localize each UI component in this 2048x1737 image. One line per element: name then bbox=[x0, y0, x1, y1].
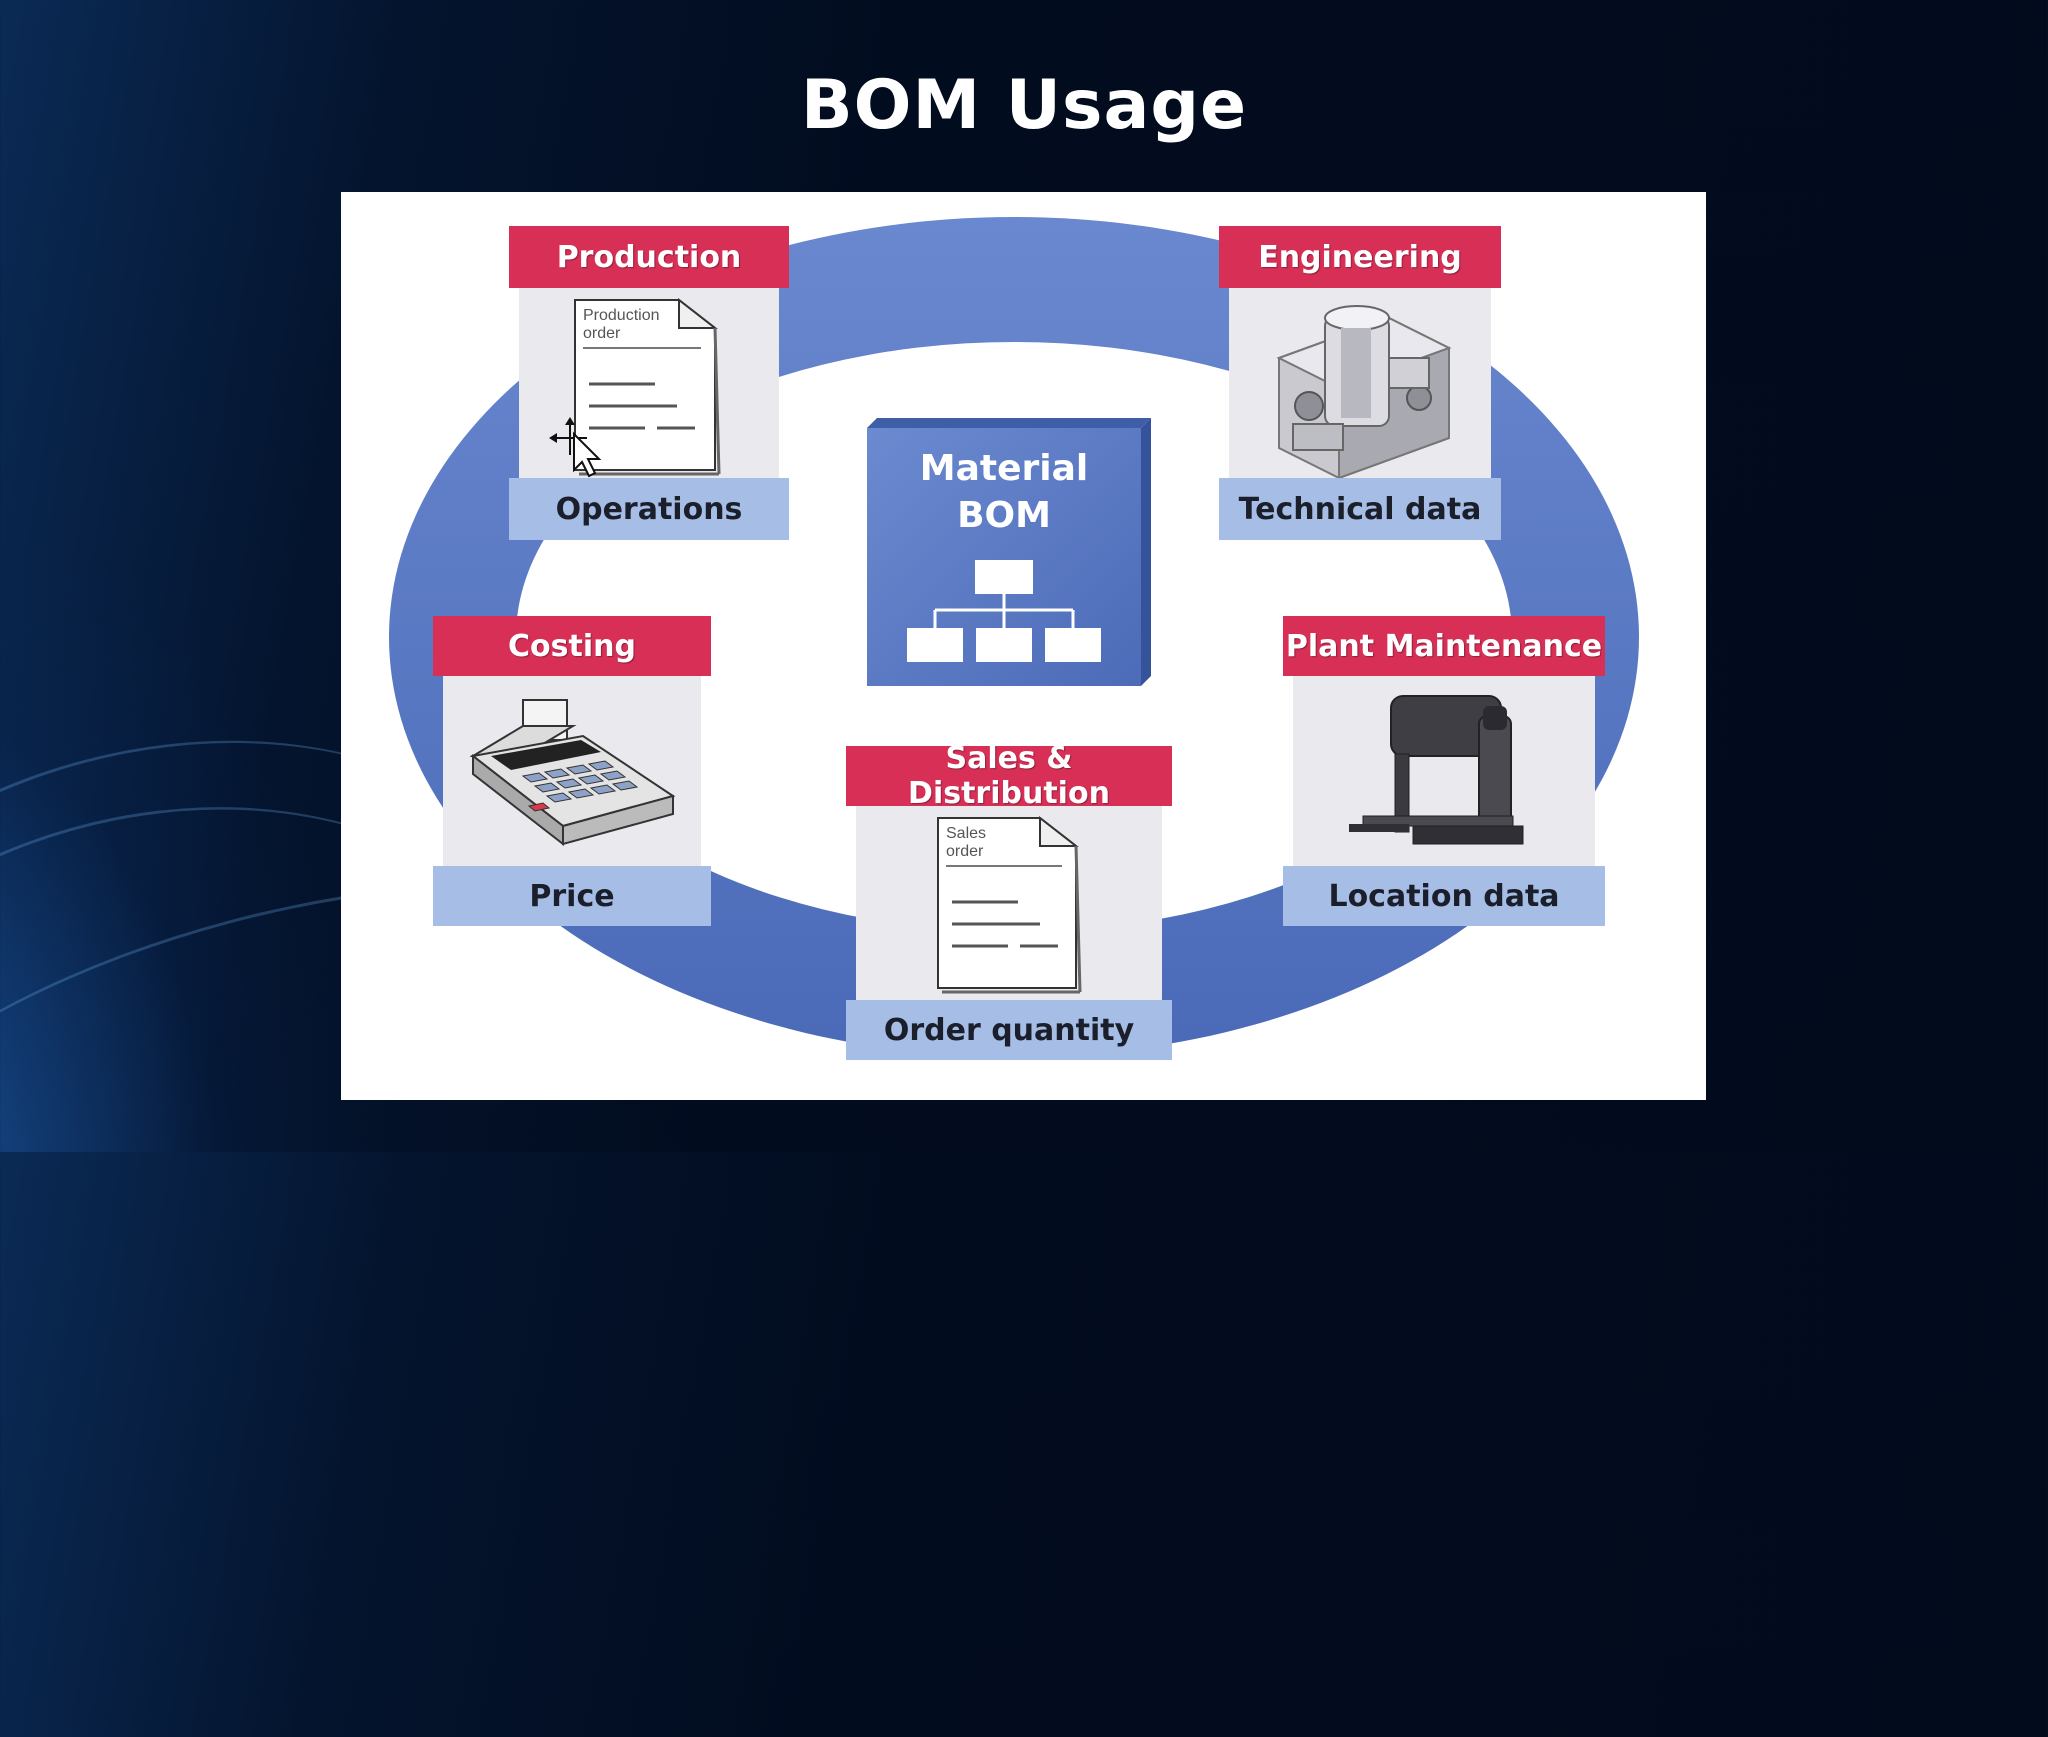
box-sales-distribution-header: Sales & Distribution bbox=[846, 741, 1172, 811]
box-engineering-header: Engineering bbox=[1219, 226, 1501, 288]
box-costing-header: Costing bbox=[433, 616, 711, 676]
box-costing-footer: Price bbox=[433, 866, 711, 926]
box-costing: Costing bbox=[433, 616, 711, 926]
material-bom-line2: BOM bbox=[957, 495, 1051, 536]
svg-text:Production: Production bbox=[583, 307, 660, 324]
machine-part-icon bbox=[1276, 305, 1452, 480]
material-bom-line1: Material bbox=[920, 448, 1088, 489]
box-plant-maintenance-header: Plant Maintenance bbox=[1283, 616, 1605, 676]
box-production-footer: Operations bbox=[509, 478, 789, 540]
box-engineering-footer: Technical data bbox=[1219, 478, 1501, 540]
document-icon: Production order bbox=[549, 297, 721, 478]
box-engineering-body bbox=[1229, 288, 1491, 480]
box-plant-maintenance-footer: Location data bbox=[1283, 866, 1605, 926]
calculator-icon bbox=[469, 699, 676, 847]
box-production: Production Production order bbox=[509, 226, 789, 540]
svg-text:order: order bbox=[946, 843, 984, 860]
box-sales-distribution-body: Sales order bbox=[856, 806, 1162, 1000]
drill-press-icon bbox=[1349, 695, 1524, 845]
box-engineering: Engineering Technical data bbox=[1219, 226, 1501, 540]
hierarchy-icon bbox=[907, 560, 1101, 662]
box-sales-distribution: Sales & Distribution Sales order Order q… bbox=[846, 741, 1172, 1060]
box-plant-maintenance: Plant Maintenance Location data bbox=[1283, 616, 1605, 926]
box-production-body: Production order bbox=[519, 288, 779, 478]
box-sales-distribution-footer: Order quantity bbox=[846, 1000, 1172, 1060]
page-title: BOM Usage bbox=[800, 66, 1248, 145]
document-icon: Sales order bbox=[937, 815, 1082, 994]
cursor-move-icon bbox=[549, 417, 602, 478]
box-production-header: Production bbox=[509, 226, 789, 288]
material-bom-block: Material BOM bbox=[867, 418, 1151, 686]
box-plant-maintenance-body bbox=[1293, 676, 1595, 866]
diagram-panel: Material BOM Production bbox=[341, 192, 1706, 1100]
svg-text:Sales: Sales bbox=[946, 825, 986, 842]
svg-text:order: order bbox=[583, 325, 621, 342]
box-costing-body bbox=[443, 676, 701, 866]
